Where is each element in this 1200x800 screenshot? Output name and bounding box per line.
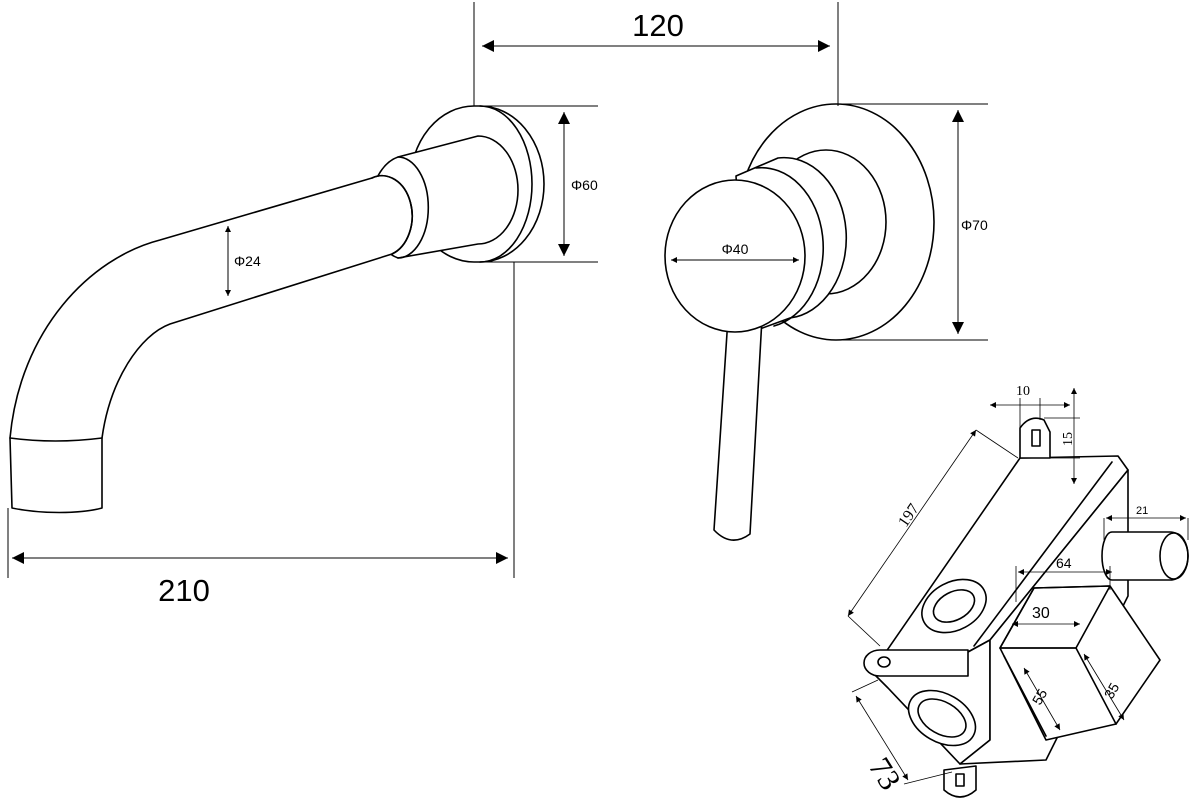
box-spindle-end bbox=[1159, 532, 1189, 580]
spout-outlet-band bbox=[9, 437, 103, 442]
box-dim-73-label: 73 bbox=[862, 751, 908, 796]
dimension-phi60-label: Φ60 bbox=[571, 177, 598, 193]
box-side-connector bbox=[863, 649, 969, 677]
dimension-210-label: 210 bbox=[158, 573, 210, 608]
dimension-phi40: Φ40 bbox=[671, 241, 799, 263]
box-spindle bbox=[1101, 531, 1189, 581]
mixer-handle-face bbox=[664, 179, 806, 333]
box-dim-30-label: 30 bbox=[1032, 605, 1050, 622]
box-dim-15-label: 15 bbox=[1061, 432, 1076, 446]
dimension-210: 210 bbox=[7, 262, 515, 608]
dimension-phi24-label: Φ24 bbox=[234, 253, 261, 269]
dimension-phi70-label: Φ70 bbox=[961, 217, 988, 233]
dimension-120-label: 120 bbox=[632, 8, 684, 43]
box-port-lower-inner bbox=[917, 698, 967, 738]
dimension-phi40-label: Φ40 bbox=[722, 241, 749, 257]
concealed-box-drawing bbox=[863, 417, 1189, 798]
box-rim-line bbox=[973, 461, 1113, 647]
box-dim-197-label: 197 bbox=[895, 501, 923, 530]
box-bottom-lug bbox=[943, 765, 977, 798]
box-dim-10-label: 10 bbox=[1016, 384, 1030, 399]
mixer-handle-band bbox=[755, 166, 825, 327]
mixer-drawing bbox=[664, 103, 935, 541]
box-dim-21-label: 21 bbox=[1136, 505, 1148, 517]
dimension-phi24: Φ24 bbox=[225, 226, 261, 296]
box-port-lower bbox=[907, 689, 977, 747]
box-dim-35-label: 35 bbox=[1101, 680, 1123, 702]
spout-pipe bbox=[9, 174, 413, 514]
mixer-lever bbox=[713, 317, 763, 541]
box-bottom-lug-slot bbox=[955, 773, 965, 787]
spout-collar-seam bbox=[397, 156, 430, 259]
spout-drawing bbox=[9, 105, 545, 514]
box-top-lug bbox=[1019, 417, 1051, 459]
dimension-phi70: Φ70 bbox=[840, 103, 988, 341]
box-dim-55-label: 55 bbox=[1029, 686, 1051, 708]
box-dim-64-label: 64 bbox=[1056, 555, 1072, 571]
dimension-120: 120 bbox=[473, 2, 839, 106]
dimension-phi60: Φ60 bbox=[484, 105, 598, 263]
spout-pipe-end-curve bbox=[371, 174, 413, 255]
spout-plate-rim bbox=[479, 105, 533, 263]
box-top-lug-slot bbox=[1031, 429, 1041, 447]
box-side-connector-hole bbox=[877, 656, 891, 668]
